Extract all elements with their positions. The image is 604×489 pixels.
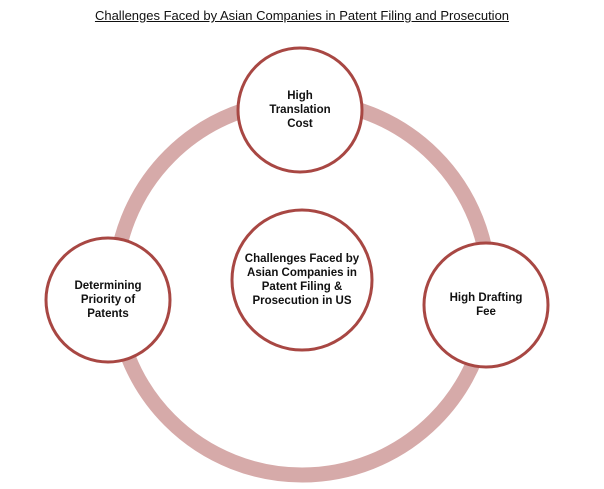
left-node-text: Determining Priority of Patents <box>74 280 142 320</box>
center-node-text: Challenges Faced by Asian Companies in P… <box>244 253 360 307</box>
top-node-text: High Translation Cost <box>269 90 331 130</box>
center-node-label: Challenges Faced by Asian Companies in P… <box>232 210 372 350</box>
right-node-text: High Drafting Fee <box>449 292 523 318</box>
top-node-label: High Translation Cost <box>238 48 362 172</box>
right-node-label: High Drafting Fee <box>424 243 548 367</box>
diagram-title: Challenges Faced by Asian Companies in P… <box>94 8 510 23</box>
top-node-circle <box>236 46 364 174</box>
center-node-circle <box>230 208 374 352</box>
right-node-circle <box>422 241 550 369</box>
left-node-label: Determining Priority of Patents <box>46 238 170 362</box>
left-node-circle <box>44 236 172 364</box>
